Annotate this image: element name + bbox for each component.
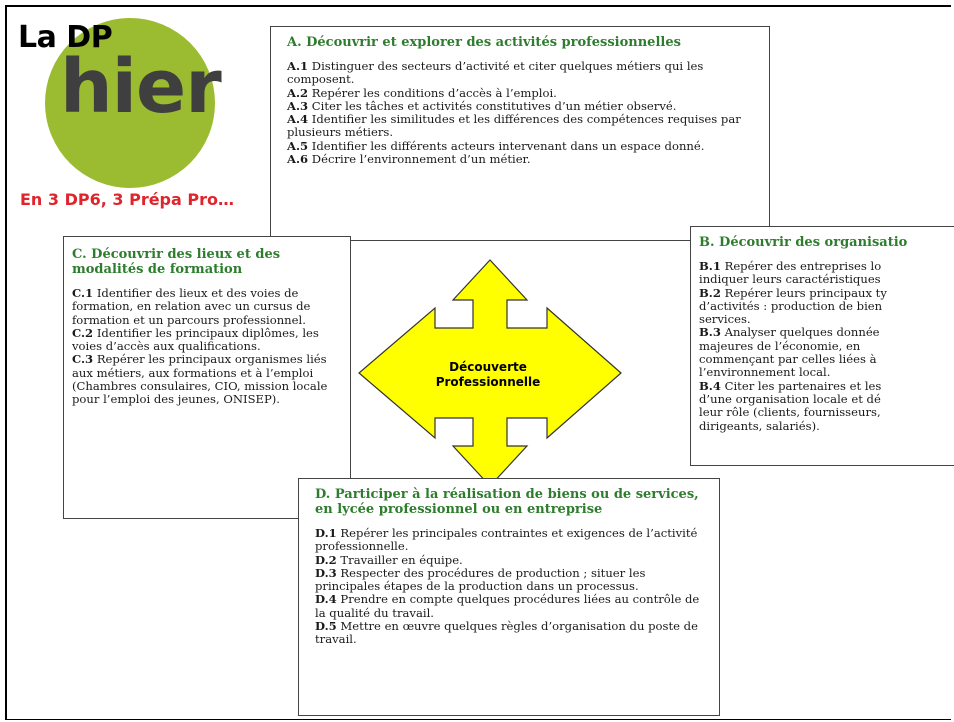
box-d-text: Prendre en compte quelques procédures li… [315,592,700,620]
box-b-code: B.3 [699,325,721,340]
box-a-text: Distinguer des secteurs d’activité et ci… [287,59,704,87]
box-a-code: A.6 [287,152,309,167]
box-a-text: Décrire l’environnement d’un métier. [308,152,531,167]
box-d-text: Repérer les principales contraintes et e… [315,526,698,554]
box-b-code: B.2 [699,285,721,300]
box-d-list: D.1 Repérer les principales contraintes … [315,526,703,647]
box-d-code: D.1 [315,526,337,540]
box-d-text: Mettre en œuvre quelques règles d’organi… [315,619,698,647]
box-c-code: C.1 [72,286,94,300]
box-c-list: C.1 Identifier des lieux et des voies de… [72,286,342,407]
logo-hier: hier [60,44,222,130]
box-d-code: D.5 [315,619,337,634]
box-d-text: Respecter des procédures de production ;… [315,565,646,594]
box-a: A. Découvrir et explorer des activités p… [270,26,770,241]
box-a-text: Identifier les similitudes et les différ… [287,112,741,140]
subtitle: En 3 DP6, 3 Prépa Pro… [20,190,234,209]
box-d: D. Participer à la réalisation de biens … [298,478,720,716]
box-b-list: B.1 Repérer des entreprises lo indiquer … [699,259,954,433]
box-c-code: C.2 [72,325,94,340]
center-label-line2: Professionnelle [435,375,541,389]
box-a-code: A.4 [287,112,309,127]
center-label-line1: Découverte [449,360,527,374]
box-a-code: A.1 [287,59,309,73]
box-b-line: services. [699,312,751,327]
box-c-text: Identifier les principaux diplômes, les … [72,325,319,354]
box-c-title: C. Découvrir des lieux et des modalités … [72,247,281,277]
box-d-title: D. Participer à la réalisation de biens … [315,487,699,517]
box-d-code: D.2 [315,552,337,567]
logo-la-dp: La DP [18,20,113,55]
box-b-line: l’environnement local. [699,365,831,380]
box-a-code: A.2 [287,85,309,100]
slide-frame [5,5,951,720]
box-a-code: A.5 [287,138,309,153]
box-b-line: d’une organisation locale et dé [699,391,881,406]
box-c-text: Repérer les principaux organismes liés a… [72,352,328,407]
box-b-line: leur rôle (clients, fournisseurs, [699,405,881,420]
box-c-text: Identifier des lieux et des voies de for… [72,286,311,327]
box-b-title: B. Découvrir des organisatio [699,235,908,250]
box-a-title: A. Découvrir et explorer des activités p… [287,35,681,50]
center-label: Découverte Professionnelle [430,360,546,390]
box-c: C. Découvrir des lieux et des modalités … [63,236,351,519]
box-a-text: Identifier les différents acteurs interv… [308,138,705,153]
box-b-text: Analyser quelques donnée [720,325,880,340]
logo-circle [45,18,215,188]
box-a-code: A.3 [287,98,309,113]
box-b-text: Citer les partenaires et les [720,378,882,393]
box-b-line: dirigeants, salariés). [699,418,820,433]
box-b-code: B.4 [699,378,721,393]
box-b-text: Repérer leurs principaux ty [720,285,887,300]
box-d-code: D.4 [315,592,337,607]
box-b-line: d’activités : production de bien [699,298,883,313]
box-b-line: commençant par celles liées à [699,352,877,367]
box-a-text: Repérer les conditions d’accès à l’emplo… [308,85,557,100]
box-b-line: majeures de l’économie, en [699,338,861,353]
box-b: B. Découvrir des organisatio B.1 Repérer… [690,226,954,466]
box-a-list: A.1 Distinguer des secteurs d’activité e… [287,59,753,167]
box-d-text: Travailler en équipe. [336,552,463,567]
box-a-text: Citer les tâches et activités constituti… [308,98,677,113]
box-d-code: D.3 [315,565,337,580]
box-b-code: B.1 [699,259,721,273]
box-b-text: Repérer des entreprises lo [720,259,882,273]
box-c-code: C.3 [72,352,94,367]
box-b-line: indiquer leurs caractéristiques [699,272,881,287]
